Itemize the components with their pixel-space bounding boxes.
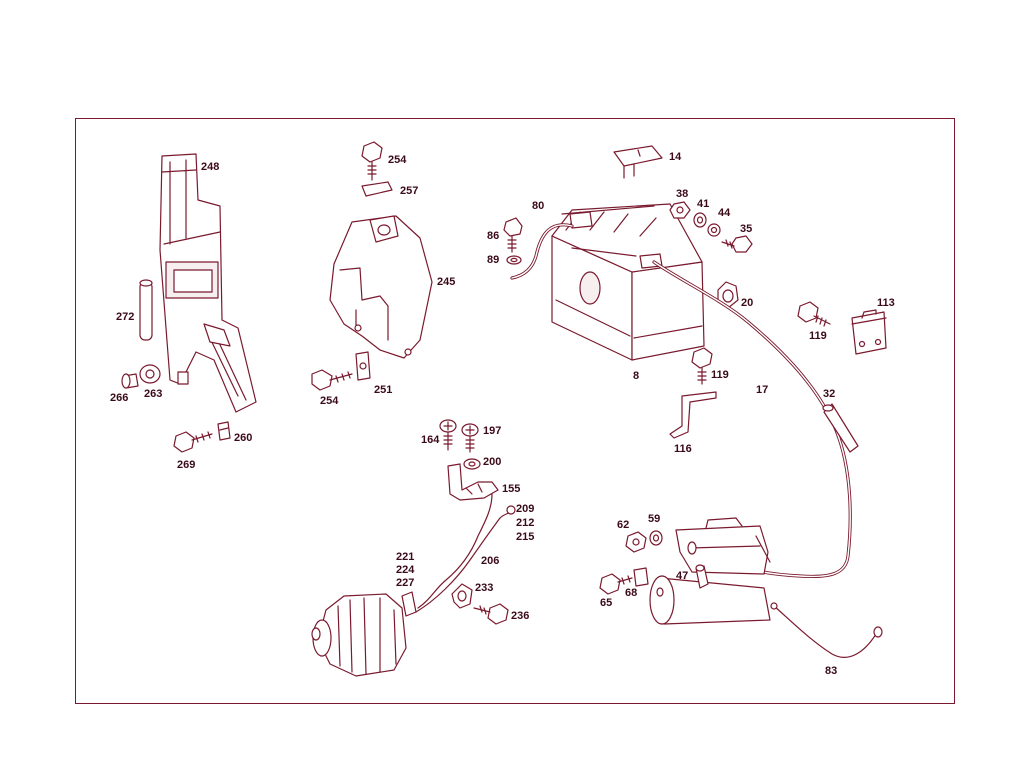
label-113: 113 [877, 297, 895, 309]
terminal-clamp-20 [717, 281, 739, 309]
label-164: 164 [421, 434, 440, 446]
bolt-119-battery [691, 347, 713, 385]
screw-269 [173, 431, 213, 453]
washer-200 [463, 458, 481, 470]
terminal-209 [506, 505, 516, 515]
label-257: 257 [400, 185, 419, 197]
label-254-bottom: 254 [320, 395, 339, 407]
label-212: 212 [516, 517, 535, 529]
label-17: 17 [756, 384, 769, 396]
clip-233 [451, 583, 473, 609]
label-272: 272 [116, 311, 135, 323]
label-83: 83 [825, 665, 838, 677]
label-263: 263 [144, 388, 163, 400]
clip-257 [361, 181, 393, 197]
label-155: 155 [502, 483, 521, 495]
bracket-plate-113 [851, 309, 887, 355]
sleeve-272 [139, 279, 153, 341]
label-35: 35 [740, 223, 753, 235]
screw-164 [439, 419, 457, 451]
screw-254-top [361, 141, 383, 181]
nut-38 [669, 201, 691, 219]
bracket-116 [669, 391, 717, 439]
label-236: 236 [511, 610, 530, 622]
label-47: 47 [676, 570, 689, 582]
grommet-266 [121, 373, 139, 389]
label-86: 86 [487, 230, 500, 242]
terminal-cap-14 [613, 145, 663, 179]
label-206: 206 [481, 555, 500, 567]
label-41: 41 [697, 198, 710, 210]
sleeve-32 [822, 403, 859, 453]
washer-41 [693, 212, 707, 228]
bolt-119-right [797, 301, 831, 327]
label-59: 59 [648, 513, 661, 525]
bushing-263 [139, 364, 161, 384]
bolt-86 [503, 217, 523, 253]
screw-197 [461, 423, 479, 453]
label-221: 221 [396, 551, 415, 563]
label-116: 116 [674, 443, 692, 455]
label-119-right: 119 [809, 330, 827, 342]
wiring-harness-206 [415, 493, 511, 613]
screw-236 [473, 603, 509, 625]
bushing-47 [695, 564, 709, 589]
label-20: 20 [741, 297, 754, 309]
bolt-35 [721, 235, 753, 253]
label-200: 200 [483, 456, 502, 468]
connector-221 [401, 591, 417, 617]
cover-245 [329, 215, 433, 359]
alternator [311, 593, 407, 677]
label-62: 62 [617, 519, 630, 531]
screw-254-bottom [311, 369, 353, 391]
label-8: 8 [633, 370, 640, 382]
label-80: 80 [532, 200, 545, 212]
bolt-65 [599, 573, 633, 595]
bracket-155 [447, 463, 499, 501]
label-248: 248 [201, 161, 220, 173]
label-65: 65 [600, 597, 613, 609]
battery-cable-17 [652, 260, 852, 579]
label-245: 245 [437, 276, 456, 288]
label-89: 89 [487, 254, 500, 266]
label-38: 38 [676, 188, 689, 200]
label-215: 215 [516, 531, 535, 543]
label-233: 233 [475, 582, 494, 594]
label-227: 227 [396, 577, 415, 589]
label-269: 269 [177, 459, 196, 471]
label-44: 44 [718, 207, 731, 219]
starter-motor [649, 517, 771, 625]
clip-68 [633, 567, 649, 587]
label-14: 14 [669, 151, 682, 163]
bracket-248 [159, 153, 257, 413]
label-224: 224 [396, 564, 415, 576]
label-209: 209 [516, 503, 535, 515]
label-119-battery: 119 [711, 369, 729, 381]
nut-62 [625, 531, 647, 553]
clip-nut-251 [355, 351, 371, 381]
diagram-frame [75, 118, 955, 704]
battery-8 [551, 203, 705, 361]
label-197: 197 [483, 425, 502, 437]
washer-44 [707, 223, 721, 237]
label-32: 32 [823, 388, 836, 400]
label-254-top: 254 [388, 154, 407, 166]
label-68: 68 [625, 587, 638, 599]
ground-wire-83 [770, 602, 883, 658]
label-260: 260 [234, 432, 253, 444]
clip-260 [217, 421, 231, 441]
washer-59 [649, 530, 663, 546]
ground-cable-80 [510, 223, 574, 280]
label-266: 266 [110, 392, 129, 404]
washer-89 [506, 255, 522, 265]
label-251: 251 [374, 384, 393, 396]
